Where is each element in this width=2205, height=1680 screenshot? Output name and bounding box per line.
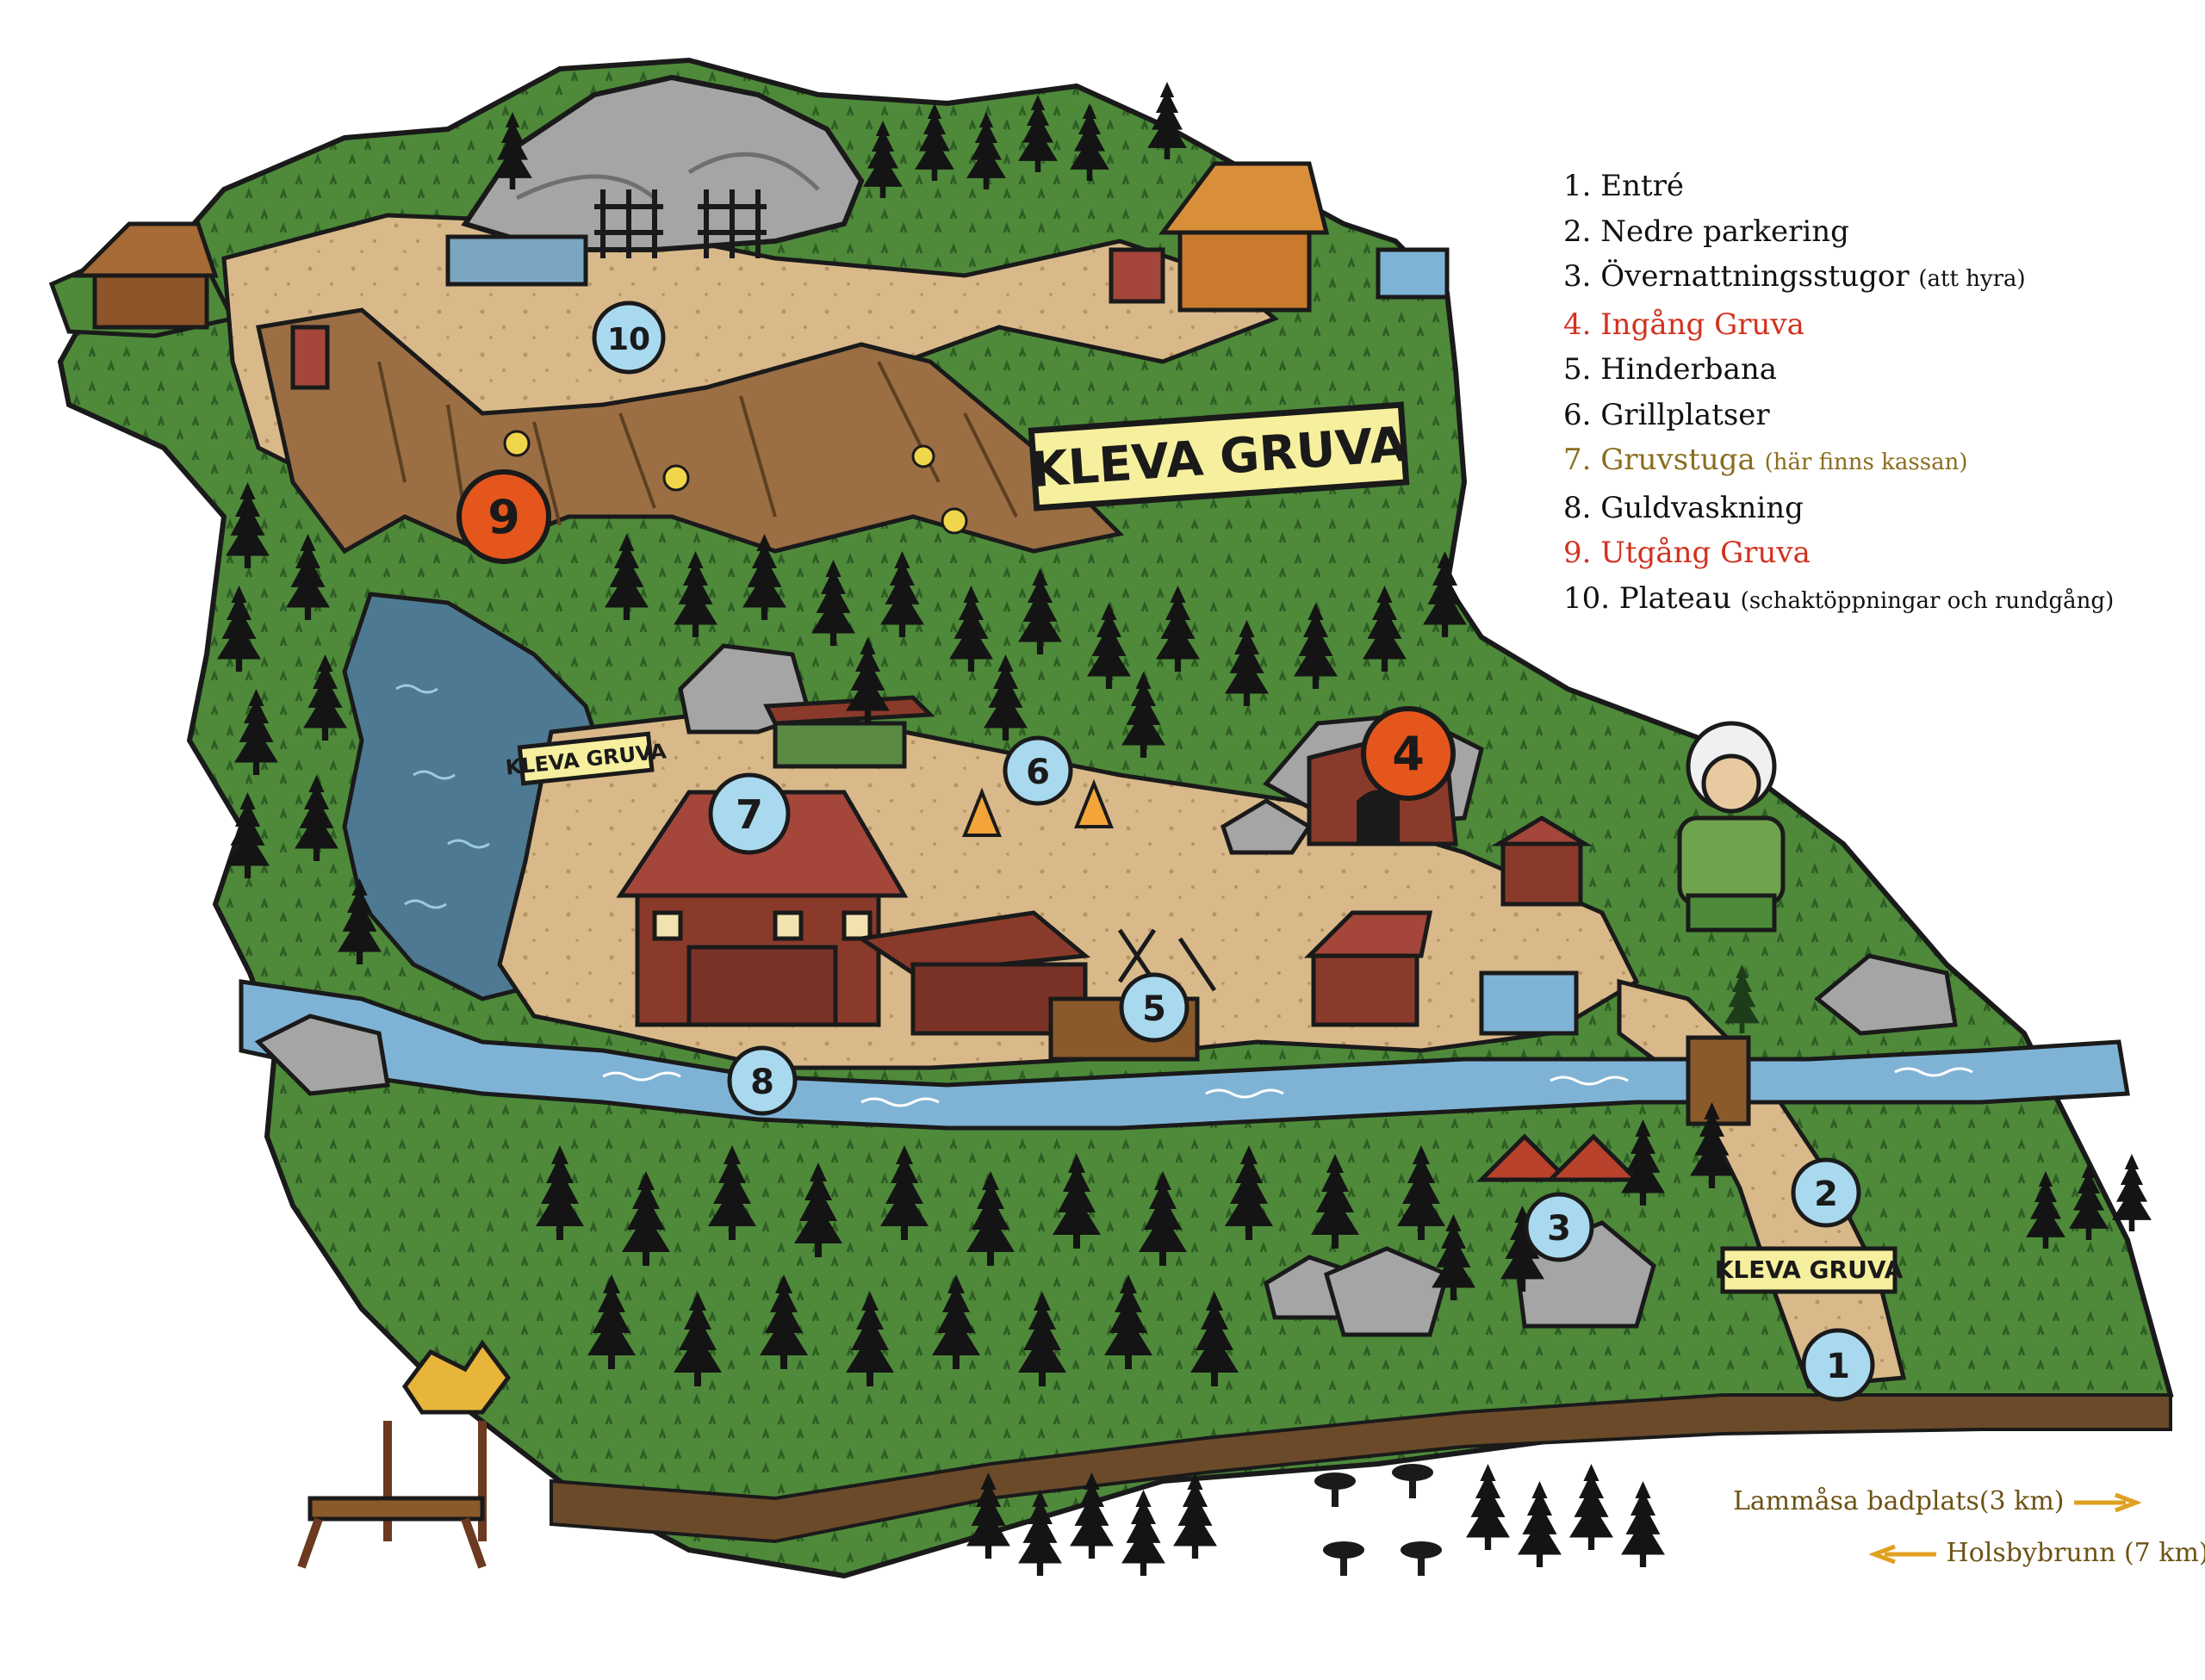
main-sign: KLEVA GRUVA (1028, 401, 1410, 511)
legend-note-3: (att hyra) (1918, 266, 2026, 292)
mushrooms (1314, 1464, 1442, 1576)
troll-character (1677, 721, 1786, 933)
legend-item-7: 7. Gruvstuga (här finns kassan) (1563, 443, 1968, 477)
marker-4[interactable]: 4 (1361, 706, 1456, 801)
top-shed-red (1109, 247, 1165, 304)
legend-item-10: 10. Plateau (schaktöppningar och rundgån… (1563, 580, 2115, 616)
svg-text:3: 3 (1547, 1209, 1571, 1249)
round-hut (1490, 815, 1593, 907)
direction-holsbybrunn-text: Holsbybrunn (7 km) (1946, 1538, 2205, 1568)
river (239, 979, 2130, 1131)
svg-text:5: 5 (1142, 989, 1166, 1029)
svg-text:9: 9 (488, 490, 520, 544)
bridge (1686, 1035, 1751, 1126)
red-cabin (1303, 910, 1433, 1027)
legend-item-9: 9. Utgång Gruva (1563, 536, 1811, 570)
legend-item-6: 6. Grillplatser (1563, 397, 1770, 432)
blue-shed (1479, 970, 1579, 1036)
legend-item-8: 8. Guldvaskning (1563, 490, 1804, 525)
svg-text:6: 6 (1026, 753, 1050, 792)
skull-markers (503, 430, 968, 535)
legend-item-5: 5. Hinderbana (1563, 352, 1778, 387)
svg-text:7: 7 (736, 791, 763, 838)
svg-text:1: 1 (1826, 1347, 1850, 1386)
mine-scaffold (594, 189, 767, 258)
legend-note-10: (schaktöppningar och rundgång) (1740, 587, 2115, 614)
marker-10[interactable]: 10 (592, 301, 666, 375)
west-cabin (71, 221, 219, 330)
plateau-grate (445, 234, 588, 287)
legend-item-2: 2. Nedre parkering (1563, 214, 1849, 249)
chair-with-crown (297, 1339, 512, 1569)
legend-note-7: (här finns kassan) (1764, 449, 1968, 475)
marker-1[interactable]: 1 (1801, 1328, 1875, 1402)
direction-lammasa-text: Lammåsa badplats(3 km) (1733, 1486, 2065, 1516)
svg-text:8: 8 (750, 1063, 774, 1102)
marker-3[interactable]: 3 (1524, 1192, 1594, 1262)
bottom-road (550, 1393, 2172, 1544)
arrow-right-icon (2074, 1492, 2142, 1513)
top-shed-blue (1376, 247, 1450, 300)
svg-text:2: 2 (1814, 1175, 1838, 1214)
direction-holsbybrunn: Holsbybrunn (7 km) (1869, 1538, 2205, 1568)
marker-7[interactable]: 7 (708, 772, 791, 855)
map-legend: 1. Entré 2. Nedre parkering 3. Övernattn… (1563, 164, 2183, 623)
arrow-left-icon (1869, 1544, 1936, 1565)
small-sign-entrance: KLEVA GRUVA (1715, 1246, 1904, 1294)
svg-text:4: 4 (1392, 727, 1425, 781)
marker-5[interactable]: 5 (1119, 972, 1189, 1043)
marker-6[interactable]: 6 (1003, 735, 1073, 806)
top-cabin-orange (1158, 161, 1330, 313)
legend-item-4: 4. Ingång Gruva (1563, 307, 1804, 342)
legend-item-1: 1. Entré (1563, 169, 1685, 203)
marker-8[interactable]: 8 (727, 1045, 798, 1116)
svg-text:10: 10 (607, 322, 650, 357)
cliff-shed (290, 325, 330, 390)
direction-lammasa: Lammåsa badplats(3 km) (1733, 1486, 2142, 1516)
marker-2[interactable]: 2 (1791, 1157, 1861, 1228)
legend-item-3: 3. Övernattningsstugor (att hyra) (1563, 259, 2026, 294)
marker-9[interactable]: 9 (457, 469, 551, 564)
overnight-cabins (1475, 1133, 1643, 1182)
small-sign-west: KLEVA GRUVA (505, 731, 668, 786)
campfires (962, 778, 1114, 837)
small-sign-entrance-text: KLEVA GRUVA (1715, 1255, 1904, 1284)
